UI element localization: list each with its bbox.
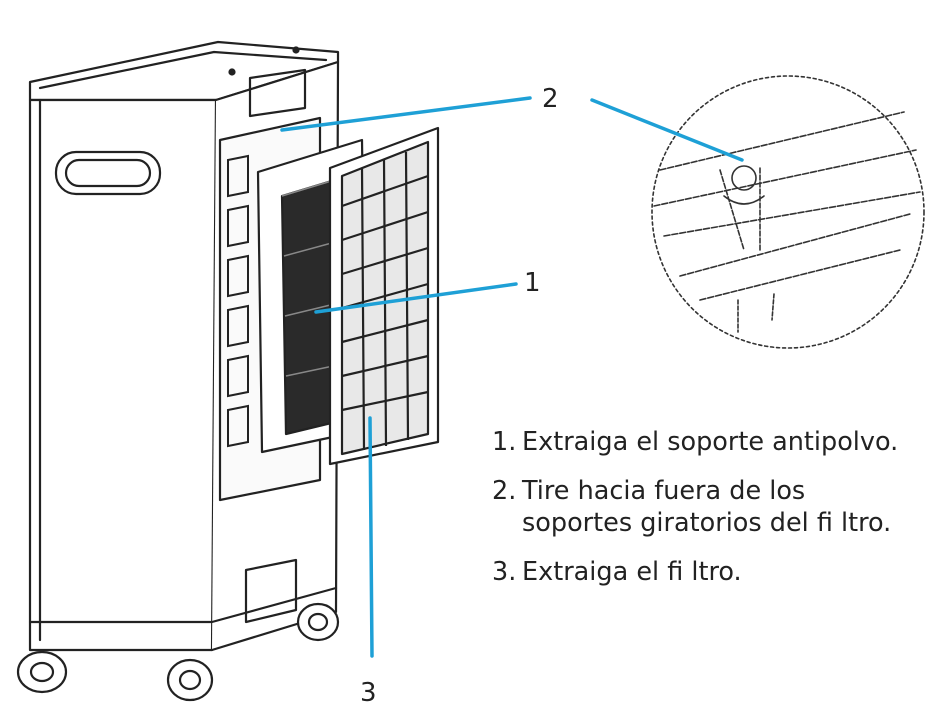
leader-line-1 [314,282,518,314]
instruction-list: 1. Extraiga el soporte antipolvo. 2. Tir… [492,426,922,605]
detail-zoom-circle [651,75,925,349]
rear-grille [227,154,249,448]
leader-line-2 [280,96,532,132]
step-number: 1. [492,427,517,457]
leader-line-2-detail [590,98,744,162]
leader-line-3 [368,416,374,658]
step-number: 2. [492,475,517,506]
instruction-step-2: 2. Tire hacia fuera de los soportes gira… [492,475,922,540]
step-text: Extraiga el fi ltro. [522,556,742,587]
callout-3: 3 [360,678,377,708]
callout-1: 1 [524,268,541,298]
dust-filter-frame [328,126,440,466]
leader-lines [280,96,744,658]
instruction-step-1: 1. Extraiga el soporte antipolvo. [492,426,922,459]
step-number: 3. [492,556,517,587]
instruction-step-3: 3. Extraiga el fi ltro. [492,556,922,589]
callout-2: 2 [542,84,559,114]
step-text: Tire hacia fuera de los soportes girator… [522,475,892,539]
step-text: Extraiga el soporte antipolvo. [522,427,899,457]
